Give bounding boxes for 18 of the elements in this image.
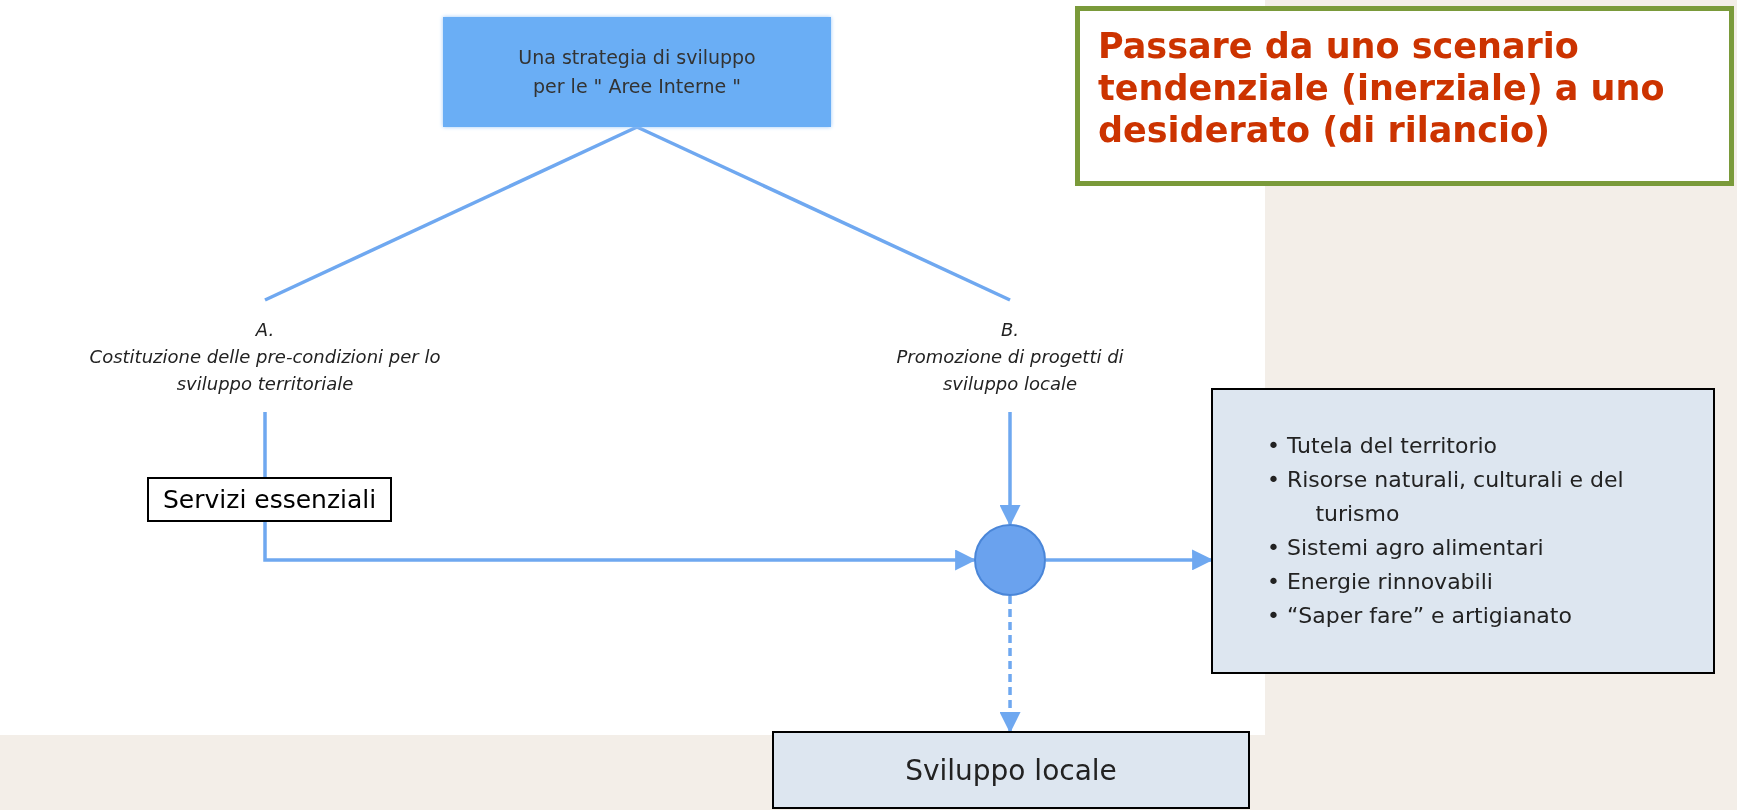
node-text: A. [255,317,275,342]
edge-label: Servizi essenziali [147,477,393,522]
list-item: • “Saper fare” e artigianato [1267,602,1573,631]
list-item: • Tutela del territorio [1267,431,1499,460]
list-box [1211,388,1715,674]
list-item: • Sistemi agro alimentari [1267,534,1545,562]
node-text: B. [1000,317,1020,342]
node-text: Costituzione delle pre-condizioni per lo sviluppo territoriale [88,344,442,396]
list-item: • Risorse naturali, culturali e del turismo [1267,465,1625,528]
node-text: Una strategia di sviluppo per le " Aree Interne " [517,44,757,99]
arrow [999,412,1021,527]
title-box [443,17,831,127]
result-box [772,731,1250,809]
heading-box: Passare da uno scenario tendenziale (inerziale) a uno desiderato (di rilancio) [1075,6,1734,186]
list-item: • Energie rinnovabili [1267,568,1494,597]
arrow [999,596,1021,734]
node-text: Promozione di progetti di sviluppo locale [895,344,1125,396]
node-text: Sviluppo locale [905,753,1117,787]
